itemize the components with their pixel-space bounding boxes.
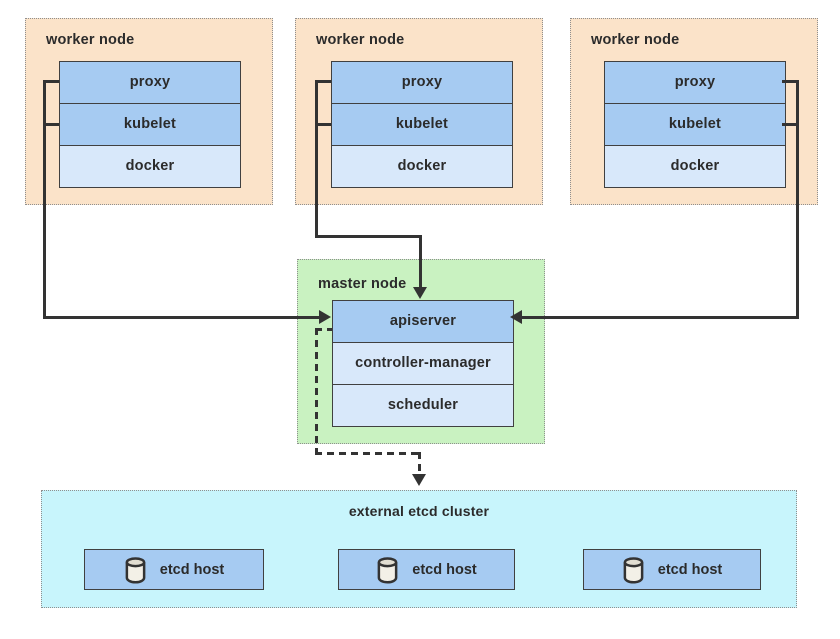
worker3-proxy-stub-line xyxy=(782,80,798,83)
etcd-host-label: etcd host xyxy=(159,561,225,578)
component-kubelet: kubelet xyxy=(60,103,240,145)
etcd-cluster-title: external etcd cluster xyxy=(348,503,490,519)
apiserver-to-etcd-stub-line xyxy=(315,328,332,331)
worker-node-3-title: worker node xyxy=(591,32,680,48)
master-node-stack: apiserver controller-manager scheduler xyxy=(332,300,514,427)
worker-node-1-title: worker node xyxy=(46,32,135,48)
worker3-to-apiserver-hline xyxy=(522,316,799,319)
arrowhead-right-icon xyxy=(319,310,331,324)
etcd-host-3: etcd host xyxy=(583,549,761,590)
worker1-proxy-stub-line xyxy=(44,80,59,83)
component-docker: docker xyxy=(605,145,785,187)
worker3-kubelet-stub-line xyxy=(782,123,798,126)
worker2-proxy-stub-line xyxy=(316,80,331,83)
apiserver-to-etcd-hline xyxy=(315,452,421,455)
etcd-host-label: etcd host xyxy=(657,561,723,578)
database-cylinder-icon xyxy=(623,556,644,584)
worker3-to-apiserver-vline xyxy=(796,80,799,319)
worker-node-3: worker node proxy kubelet docker xyxy=(570,18,818,205)
arrowhead-left-icon xyxy=(510,310,522,324)
master-node-title: master node xyxy=(318,276,407,292)
worker-node-1: worker node proxy kubelet docker xyxy=(25,18,273,205)
component-controller-manager: controller-manager xyxy=(333,342,513,384)
database-cylinder-icon xyxy=(125,556,146,584)
apiserver-to-etcd-vline1 xyxy=(315,328,318,454)
worker1-kubelet-stub-line xyxy=(44,123,59,126)
etcd-host-1: etcd host xyxy=(84,549,264,590)
worker-node-3-stack: proxy kubelet docker xyxy=(604,61,786,188)
worker1-to-apiserver-vline xyxy=(43,80,46,319)
arrowhead-down-icon xyxy=(412,474,426,486)
component-kubelet: kubelet xyxy=(605,103,785,145)
component-proxy: proxy xyxy=(332,62,512,103)
arrowhead-down-icon xyxy=(413,287,427,299)
worker-node-2-stack: proxy kubelet docker xyxy=(331,61,513,188)
component-proxy: proxy xyxy=(60,62,240,103)
worker2-to-apiserver-vline2 xyxy=(419,235,422,288)
worker-node-1-stack: proxy kubelet docker xyxy=(59,61,241,188)
etcd-cluster: external etcd cluster etcd host etcd hos… xyxy=(41,490,797,608)
component-proxy: proxy xyxy=(605,62,785,103)
worker1-to-apiserver-hline xyxy=(43,316,320,319)
etcd-host-2: etcd host xyxy=(338,549,515,590)
worker-node-2: worker node proxy kubelet docker xyxy=(295,18,543,205)
worker2-kubelet-stub-line xyxy=(316,123,331,126)
database-cylinder-icon xyxy=(377,556,398,584)
etcd-host-label: etcd host xyxy=(412,561,477,578)
worker-node-2-title: worker node xyxy=(316,32,405,48)
component-docker: docker xyxy=(332,145,512,187)
component-docker: docker xyxy=(60,145,240,187)
component-apiserver: apiserver xyxy=(333,301,513,342)
worker2-to-apiserver-vline1 xyxy=(315,80,318,238)
worker2-to-apiserver-hline xyxy=(315,235,422,238)
component-scheduler: scheduler xyxy=(333,384,513,426)
apiserver-to-etcd-vline2 xyxy=(418,452,421,474)
component-kubelet: kubelet xyxy=(332,103,512,145)
